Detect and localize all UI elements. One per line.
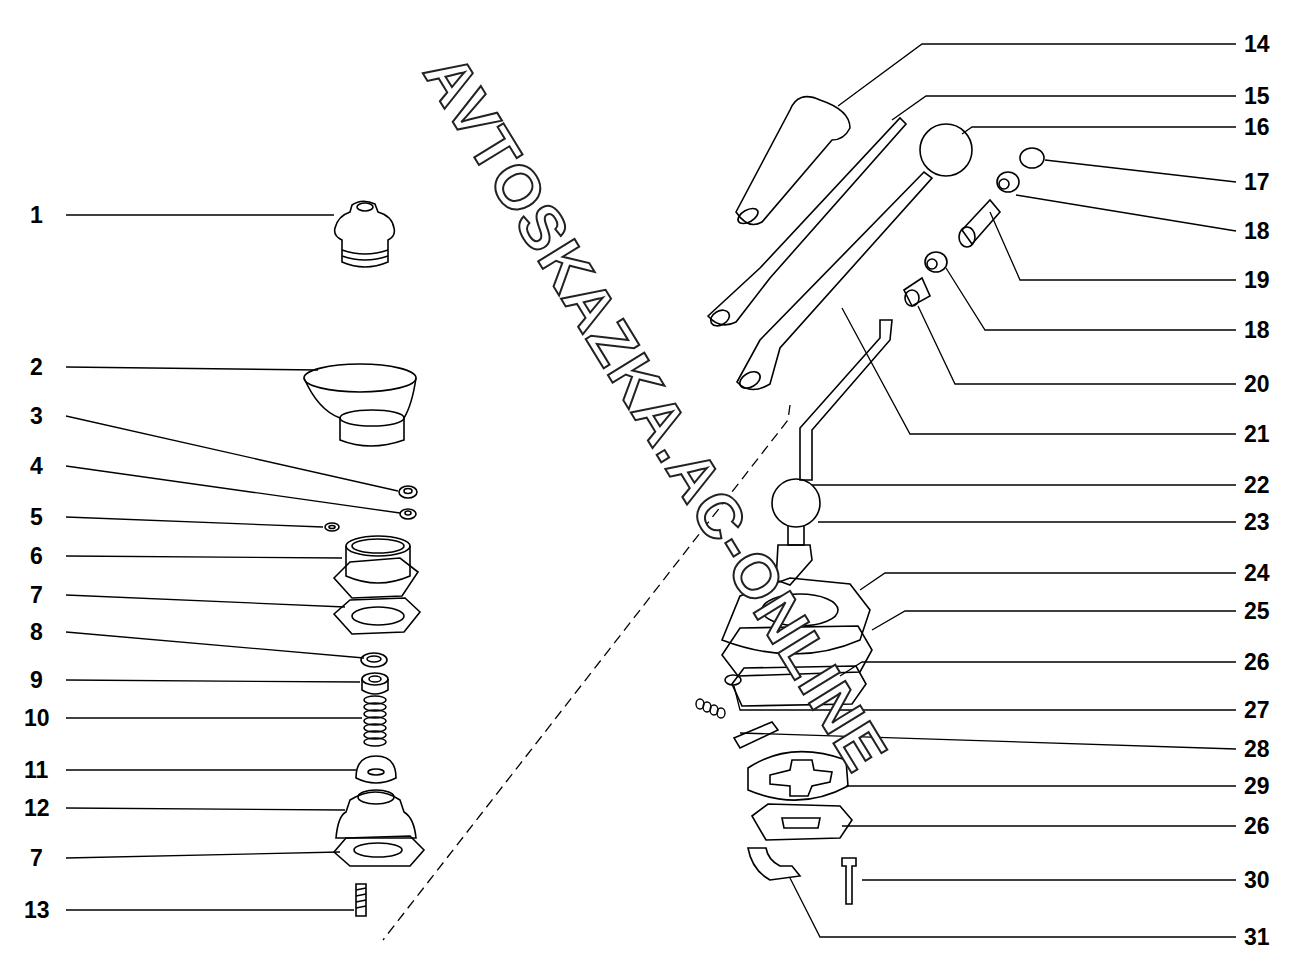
callout-number: 2 [30,356,43,379]
callout-number: 18 [1244,220,1270,243]
callout-number: 16 [1244,116,1270,139]
callout-number: 7 [30,847,43,870]
callout-number: 3 [30,405,43,428]
callout-number: 30 [1244,869,1270,892]
callout-number: 31 [1244,926,1270,949]
callout-number: 12 [24,797,50,820]
callout-number: 11 [24,759,48,782]
callout-number: 5 [30,506,43,529]
callout-number: 23 [1244,511,1270,534]
callout-number: 27 [1244,699,1270,722]
callout-number: 25 [1244,600,1270,623]
callout-number: 10 [24,707,50,730]
callout-number: 13 [24,899,50,922]
callout-number: 19 [1244,269,1270,292]
callout-number: 24 [1244,562,1270,585]
callout-number: 28 [1244,738,1270,761]
callout-number: 26 [1244,651,1270,674]
callout-number: 29 [1244,775,1270,798]
callout-number: 14 [1244,33,1270,56]
callout-number: 20 [1244,373,1270,396]
callout-number: 6 [30,545,43,568]
callout-number: 8 [30,621,43,644]
callout-number: 9 [30,669,43,692]
callout-number: 21 [1244,423,1270,446]
callout-number: 15 [1244,85,1270,108]
callout-number: 1 [30,204,43,227]
callout-number: 7 [30,584,43,607]
callout-number: 18 [1244,319,1270,342]
callout-number: 4 [30,455,43,478]
callout-number: 17 [1244,171,1270,194]
callout-number: 26 [1244,815,1270,838]
callout-number: 22 [1244,474,1270,497]
